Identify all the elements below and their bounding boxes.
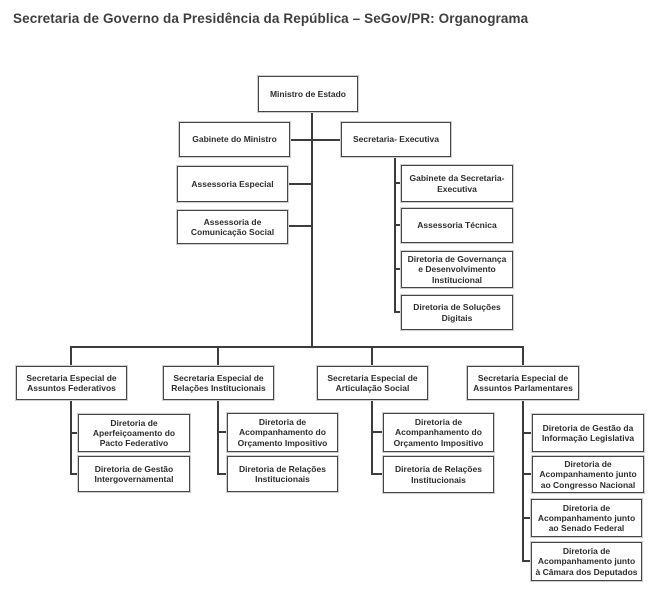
org-node-assessoria-tecnica: Assessoria Técnica: [401, 208, 513, 243]
org-node-dir-acomp-senado-federal: Diretoria de Acompanhamento junto ao Sen…: [531, 499, 642, 537]
org-node-label: Diretoria de Acompanhamento do Orçamento…: [393, 417, 484, 448]
org-node-diretoria-solucoes-digitais: Diretoria de Soluções Digitais: [401, 295, 513, 330]
connector: [290, 139, 341, 141]
org-node-dir-gestao-intergovernamental: Diretoria de Gestão Intergovernamental: [78, 456, 190, 492]
org-node-label: Ministro de Estado: [269, 88, 347, 99]
org-node-label: Diretoria de Gestão Intergovernamental: [94, 463, 174, 484]
connector: [371, 473, 384, 475]
org-node-label: Diretoria de Acompanhamento junto ao Con…: [539, 459, 637, 490]
org-node-ministro-de-estado: Ministro de Estado: [258, 76, 358, 112]
org-node-dir-aperfeicoamento-pacto: Diretoria de Aperfeiçoamento do Pacto Fe…: [78, 414, 190, 452]
connector: [288, 225, 312, 227]
org-node-label: Diretoria de Acompanhamento junto à Câma…: [535, 546, 638, 577]
connector: [311, 112, 313, 347]
connector: [394, 268, 402, 270]
connector: [522, 473, 533, 475]
connector: [217, 346, 219, 366]
connector: [522, 400, 524, 562]
org-node-sec-assuntos-parlamentares: Secretaria Especial de Assuntos Parlamen…: [467, 366, 579, 400]
org-node-label: Diretoria de Acompanhamento junto ao Sen…: [537, 502, 636, 533]
org-node-label: Assessoria Técnica: [417, 220, 497, 231]
org-node-label: Diretoria de Governança e Desenvolviment…: [407, 254, 507, 285]
org-node-dir-acomp-orcamento-impositivo-2: Diretoria de Acompanhamento do Orçamento…: [383, 413, 494, 452]
org-node-gabinete-do-ministro: Gabinete do Ministro: [179, 122, 290, 157]
connector: [394, 182, 402, 184]
page-title: Secretaria de Governo da Presidência da …: [13, 11, 529, 26]
org-node-label: Diretoria de Relações Institucionais: [239, 463, 326, 484]
org-node-sec-assuntos-federativos: Secretaria Especial de Assuntos Federati…: [16, 366, 127, 400]
org-node-label: Secretaria Especial de Assuntos Parlamen…: [473, 372, 573, 393]
connector: [217, 431, 228, 433]
org-node-label: Secretaria Especial de Articulação Socia…: [327, 372, 418, 393]
org-node-dir-acomp-camara-deputados: Diretoria de Acompanhamento junto à Câma…: [531, 542, 642, 581]
org-node-dir-gestao-informacao-legislativa: Diretoria de Gestão da Informação Legisl…: [532, 414, 644, 452]
org-node-dir-acomp-congresso-nacional: Diretoria de Acompanhamento junto ao Con…: [532, 456, 644, 493]
connector: [371, 400, 373, 474]
org-node-secretaria-executiva: Secretaria- Executiva: [341, 122, 451, 157]
org-node-sec-relacoes-institucionais: Secretaria Especial de Relações Instituc…: [163, 366, 274, 400]
org-node-label: Secretaria Especial de Assuntos Federati…: [26, 372, 117, 393]
connector: [217, 473, 228, 475]
connector: [288, 183, 312, 185]
org-node-label: Assessoria de Comunicação Social: [190, 216, 275, 237]
connector: [394, 224, 402, 226]
connector: [522, 346, 524, 366]
connector: [371, 431, 384, 433]
org-node-dir-relacoes-institucionais-2: Diretoria de Relações Institucionais: [383, 456, 494, 493]
org-node-assessoria-especial: Assessoria Especial: [177, 166, 288, 202]
org-node-label: Diretoria de Aperfeiçoamento do Pacto Fe…: [92, 417, 176, 448]
org-node-label: Assessoria Especial: [191, 178, 274, 189]
org-node-label: Secretaria- Executiva: [353, 134, 439, 145]
org-node-diretoria-governanca: Diretoria de Governança e Desenvolviment…: [401, 251, 513, 288]
org-node-gabinete-secretaria-executiva: Gabinete da Secretaria-Executiva: [401, 165, 513, 202]
connector: [394, 311, 402, 313]
org-node-label: Gabinete da Secretaria-Executiva: [409, 173, 505, 194]
connector: [70, 432, 79, 434]
connector: [522, 560, 532, 562]
connector: [70, 346, 72, 366]
org-node-label: Diretoria de Gestão da Informação Legisl…: [541, 422, 635, 443]
org-node-assessoria-comunicacao-social: Assessoria de Comunicação Social: [177, 210, 288, 244]
connector: [522, 432, 533, 434]
org-node-label: Secretaria Especial de Relações Instituc…: [171, 372, 266, 393]
connector: [70, 400, 72, 474]
connector: [70, 473, 79, 475]
connector: [371, 346, 373, 366]
org-node-dir-acomp-orcamento-impositivo-1: Diretoria de Acompanhamento do Orçamento…: [227, 413, 338, 452]
connector: [217, 400, 219, 474]
connector: [70, 346, 524, 348]
org-node-label: Gabinete do Ministro: [192, 134, 277, 145]
connector: [394, 157, 396, 313]
org-node-label: Diretoria de Relações Institucionais: [395, 464, 482, 485]
org-node-sec-articulacao-social: Secretaria Especial de Articulação Socia…: [317, 366, 428, 400]
connector: [522, 517, 532, 519]
org-node-dir-relacoes-institucionais-1: Diretoria de Relações Institucionais: [227, 456, 338, 492]
org-node-label: Diretoria de Soluções Digitais: [413, 302, 501, 323]
org-node-label: Diretoria de Acompanhamento do Orçamento…: [237, 417, 328, 448]
